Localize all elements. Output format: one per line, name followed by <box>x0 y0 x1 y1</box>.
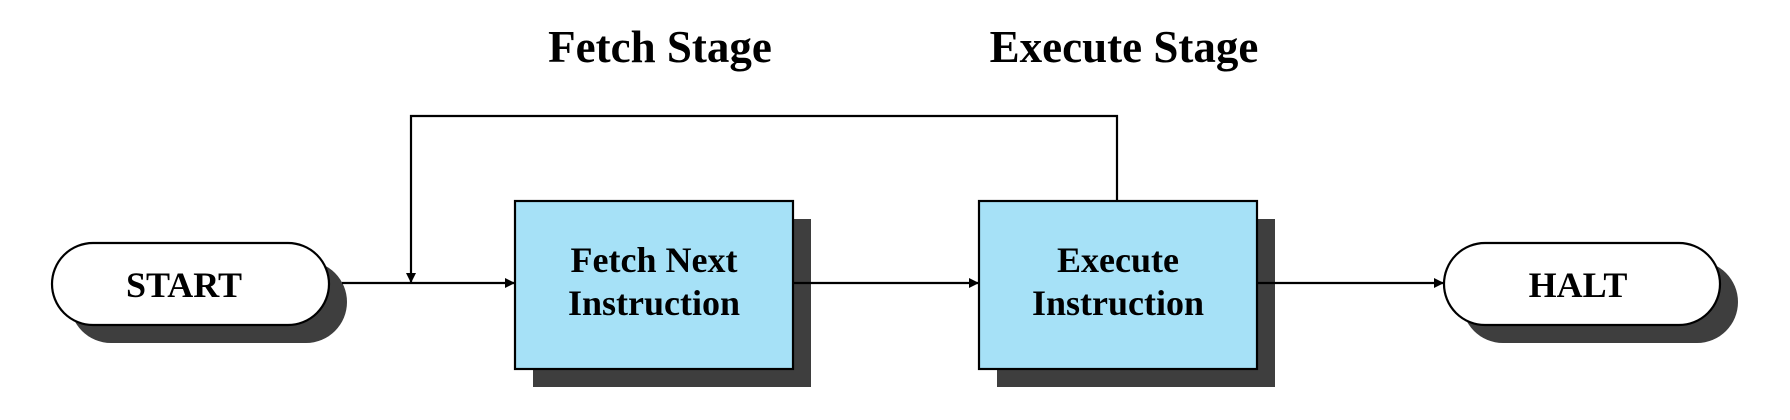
halt-label: HALT <box>1529 265 1628 305</box>
start-label: START <box>126 265 242 305</box>
halt-node: HALT <box>1442 241 1738 343</box>
fetch-next-instruction-node: Fetch Next Instruction <box>513 199 811 387</box>
execute-box-label-line2: Instruction <box>1032 283 1204 323</box>
execute-stage-label: Execute Stage <box>990 22 1259 72</box>
fetch-stage-label: Fetch Stage <box>548 22 772 72</box>
fetch-box-label-line1: Fetch Next <box>571 240 738 280</box>
fetch-box-shape <box>513 199 795 371</box>
execute-box-label-line1: Execute <box>1057 240 1179 280</box>
start-node: START <box>50 241 347 343</box>
loop-back-arrow <box>406 114 1119 283</box>
execute-instruction-node: Execute Instruction <box>977 199 1275 387</box>
start-node-shape <box>50 241 331 327</box>
fetch-box-label-line2: Instruction <box>568 283 740 323</box>
execute-box-shape <box>977 199 1259 371</box>
